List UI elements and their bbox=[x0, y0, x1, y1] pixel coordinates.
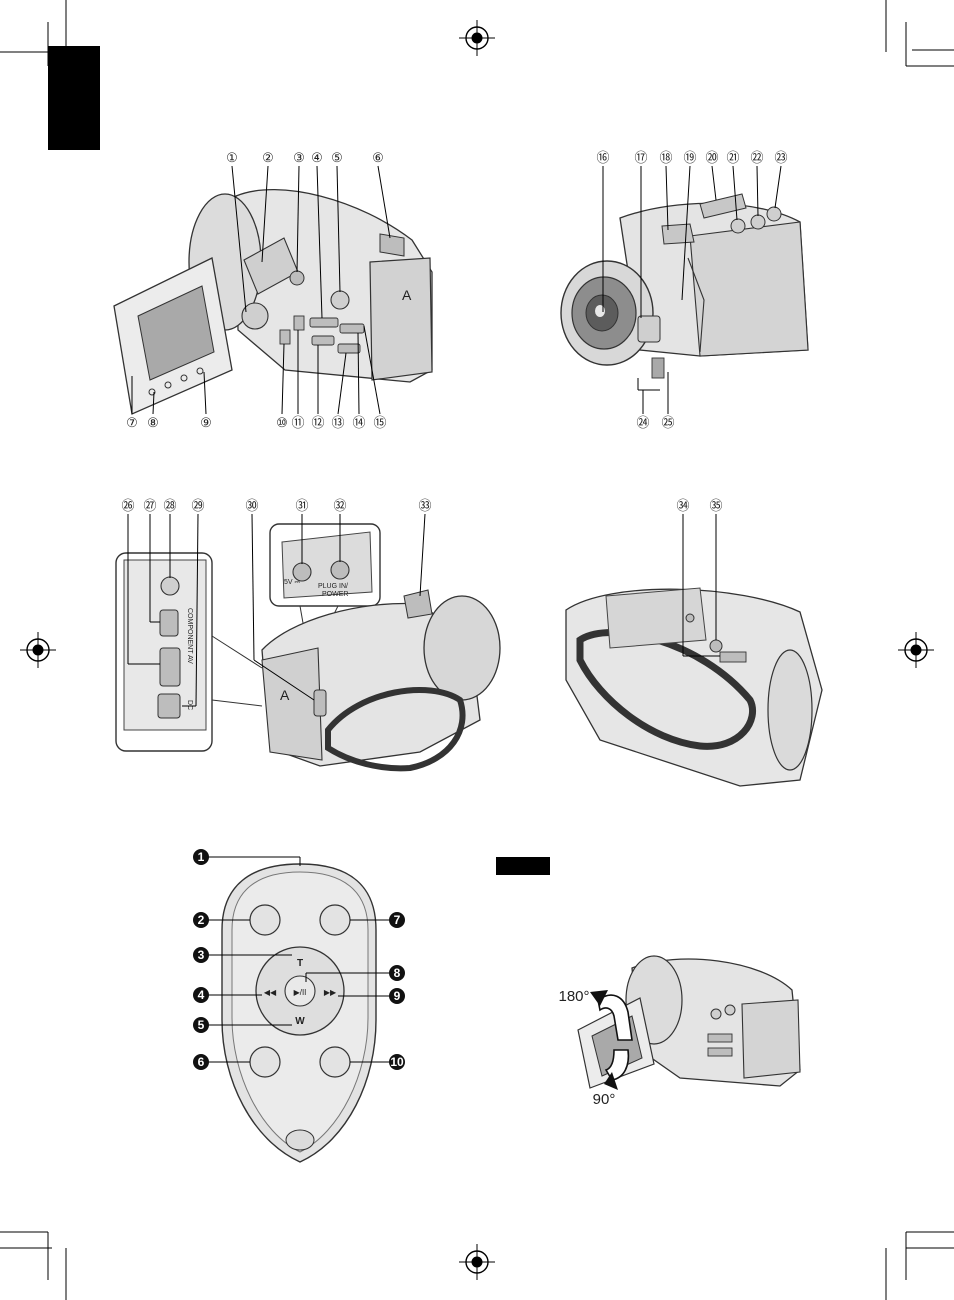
callout-20: ⑳ bbox=[705, 150, 718, 165]
remote-callout-4: 4 bbox=[198, 988, 205, 1002]
callout-15: ⑮ bbox=[373, 415, 386, 430]
callout-1: ① bbox=[226, 150, 238, 165]
remote-callout-1: 1 bbox=[198, 850, 205, 864]
callout-4: ④ bbox=[311, 150, 323, 165]
remote-callout-8: 8 bbox=[394, 966, 401, 980]
registration-mark-left bbox=[20, 632, 56, 668]
camcorder-rear-callouts: ㉖ ㉗ ㉘ ㉙ ㉚ ㉛ ㉜ ㉝ bbox=[121, 498, 431, 513]
remote-callout-3: 3 bbox=[198, 948, 205, 962]
angle-180-label: 180° bbox=[558, 988, 589, 1005]
callout-14: ⑭ bbox=[352, 415, 365, 430]
camcorder-front-view bbox=[561, 194, 808, 378]
callout-7: ⑦ bbox=[126, 415, 138, 430]
callout-8: ⑧ bbox=[147, 415, 159, 430]
registration-mark-right bbox=[898, 632, 934, 668]
callout-22: ㉒ bbox=[750, 150, 763, 165]
camcorder-bottom-view bbox=[566, 588, 822, 786]
remote-callout-7: 7 bbox=[394, 913, 401, 927]
callout-28: ㉘ bbox=[163, 498, 176, 513]
dc-label: DC bbox=[186, 700, 193, 710]
camcorder-side-view: A bbox=[114, 190, 432, 414]
callout-13: ⑬ bbox=[331, 415, 344, 430]
power-label: POWER bbox=[322, 591, 348, 598]
callout-30: ㉚ bbox=[245, 498, 258, 513]
callout-33: ㉝ bbox=[418, 498, 431, 513]
forward-label: ▶▶ bbox=[324, 988, 337, 997]
callout-24: ㉔ bbox=[636, 415, 649, 430]
lcd-rotation-figure: 180° 90° bbox=[558, 956, 800, 1108]
callout-27: ㉗ bbox=[143, 498, 156, 513]
remote-button-left-top bbox=[250, 905, 280, 935]
callout-5: ⑤ bbox=[331, 150, 343, 165]
remote-button-left-bottom bbox=[250, 1047, 280, 1077]
component-label: COMPONENT bbox=[186, 608, 193, 654]
av-label: AV bbox=[186, 655, 193, 664]
remote-callout-6: 6 bbox=[198, 1055, 205, 1069]
zoom-w-label: W bbox=[295, 1016, 305, 1027]
plug-in-label: PLUG IN/ bbox=[318, 583, 348, 590]
callout-25: ㉕ bbox=[661, 415, 674, 430]
callout-29: ㉙ bbox=[191, 498, 204, 513]
callout-23: ㉓ bbox=[774, 150, 787, 165]
callout-32: ㉜ bbox=[333, 498, 346, 513]
callout-31: ㉛ bbox=[295, 498, 308, 513]
play-pause-label: ▶/II bbox=[294, 988, 307, 997]
rear-plate-text: A bbox=[280, 687, 290, 703]
remote-callout-2: 2 bbox=[198, 913, 205, 927]
callout-10: ⑩ bbox=[276, 415, 288, 430]
angle-90-label: 90° bbox=[593, 1091, 616, 1108]
callout-19: ⑲ bbox=[683, 150, 696, 165]
callout-21: ㉑ bbox=[726, 150, 739, 165]
callout-18: ⑱ bbox=[659, 150, 672, 165]
camcorder-rear-view: A bbox=[262, 590, 500, 768]
note-tab bbox=[496, 857, 550, 875]
remote-button-right-top bbox=[320, 905, 350, 935]
registration-mark-top bbox=[459, 20, 495, 56]
battery-plate-text: A bbox=[402, 287, 412, 303]
callout-12: ⑫ bbox=[311, 415, 324, 430]
callout-11: ⑪ bbox=[291, 415, 304, 430]
callout-3: ③ bbox=[293, 150, 305, 165]
remote-callout-9: 9 bbox=[394, 989, 401, 1003]
callout-35: ㉟ bbox=[709, 498, 722, 513]
callout-2: ② bbox=[262, 150, 274, 165]
remote-control: T W ◀◀ ▶▶ ▶/II bbox=[222, 864, 376, 1162]
callout-17: ⑰ bbox=[634, 150, 647, 165]
remote-callout-10: 10 bbox=[390, 1055, 404, 1069]
language-tab bbox=[48, 46, 100, 150]
remote-button-right-bottom bbox=[320, 1047, 350, 1077]
callout-26: ㉖ bbox=[121, 498, 134, 513]
callout-16: ⑯ bbox=[596, 150, 609, 165]
terminal-panel-inset: COMPONENT AV DC bbox=[116, 553, 262, 751]
remote-callout-5: 5 bbox=[198, 1018, 205, 1032]
registration-mark-bottom bbox=[459, 1244, 495, 1280]
callout-9: ⑨ bbox=[200, 415, 212, 430]
camcorder-bottom-callouts: ㉞ ㉟ bbox=[676, 498, 722, 513]
rewind-label: ◀◀ bbox=[264, 988, 277, 997]
callout-6: ⑥ bbox=[372, 150, 384, 165]
zoom-t-label: T bbox=[297, 958, 303, 969]
callout-34: ㉞ bbox=[676, 498, 689, 513]
five-volt-label: 5V ⎓ bbox=[284, 579, 301, 586]
